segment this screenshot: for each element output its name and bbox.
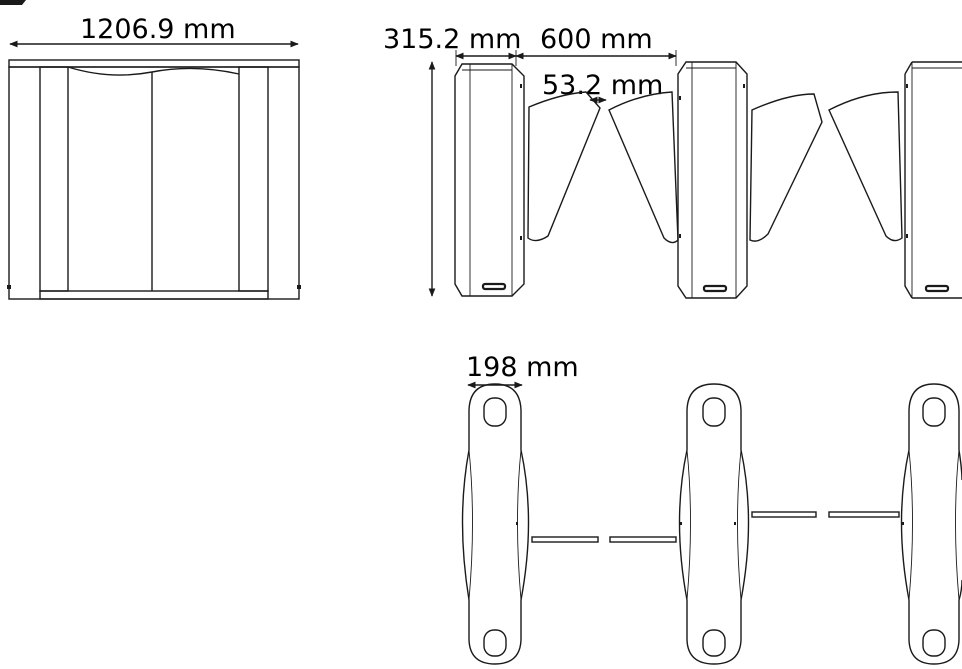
front-width-label: 1206.9 mm xyxy=(80,14,236,45)
front-left-foot-mark xyxy=(7,285,11,289)
front-view: 1206.9 mm xyxy=(7,14,301,300)
side-cabinet-3 xyxy=(904,61,962,299)
side-view: 315.2 mm 600 mm 53.2 mm xyxy=(383,24,962,299)
front-right-cabinet xyxy=(238,66,269,292)
top-cabinet-1-top-reader xyxy=(483,397,507,427)
side-cabinet-2-sensor-slot xyxy=(702,284,728,293)
side-wing-1 xyxy=(527,91,601,242)
cropped-title-fragment xyxy=(0,0,26,5)
side-cabinet-3-sensor-slot xyxy=(924,284,950,293)
side-cabinet-1 xyxy=(454,63,525,297)
front-left-cabinet xyxy=(39,66,69,292)
front-base-rail xyxy=(39,290,269,300)
top-wing-2 xyxy=(609,536,677,543)
top-cabinet-3-top-reader xyxy=(922,397,946,427)
side-wing-4 xyxy=(828,91,903,242)
depth-label: 315.2 mm xyxy=(383,24,521,55)
top-cabinet-3 xyxy=(828,383,962,665)
top-wing-3 xyxy=(751,511,817,518)
lane-label: 600 mm xyxy=(540,24,653,55)
side-cabinet-1-sensor-slot xyxy=(481,282,507,291)
front-top-cap xyxy=(8,59,300,68)
front-wing-top-curve xyxy=(67,66,240,76)
top-wing-1 xyxy=(531,536,599,543)
top-view: 198 mm xyxy=(461,352,962,665)
front-frame xyxy=(8,66,300,300)
top-cabinet-1 xyxy=(461,383,530,665)
front-right-foot-mark xyxy=(297,285,301,289)
top-cabinet-2-bottom-reader xyxy=(702,629,726,657)
side-wing-2 xyxy=(608,91,679,244)
cabinet-width-label: 198 mm xyxy=(466,352,579,383)
top-cabinet-1-bottom-reader xyxy=(483,629,507,657)
top-wing-4 xyxy=(828,511,900,518)
side-cabinet-2 xyxy=(677,61,748,299)
top-cabinet-2 xyxy=(609,383,750,665)
side-wing-3 xyxy=(749,93,823,242)
top-cabinet-2-top-reader xyxy=(702,397,726,427)
top-cabinet-3-bottom-reader xyxy=(922,629,946,657)
